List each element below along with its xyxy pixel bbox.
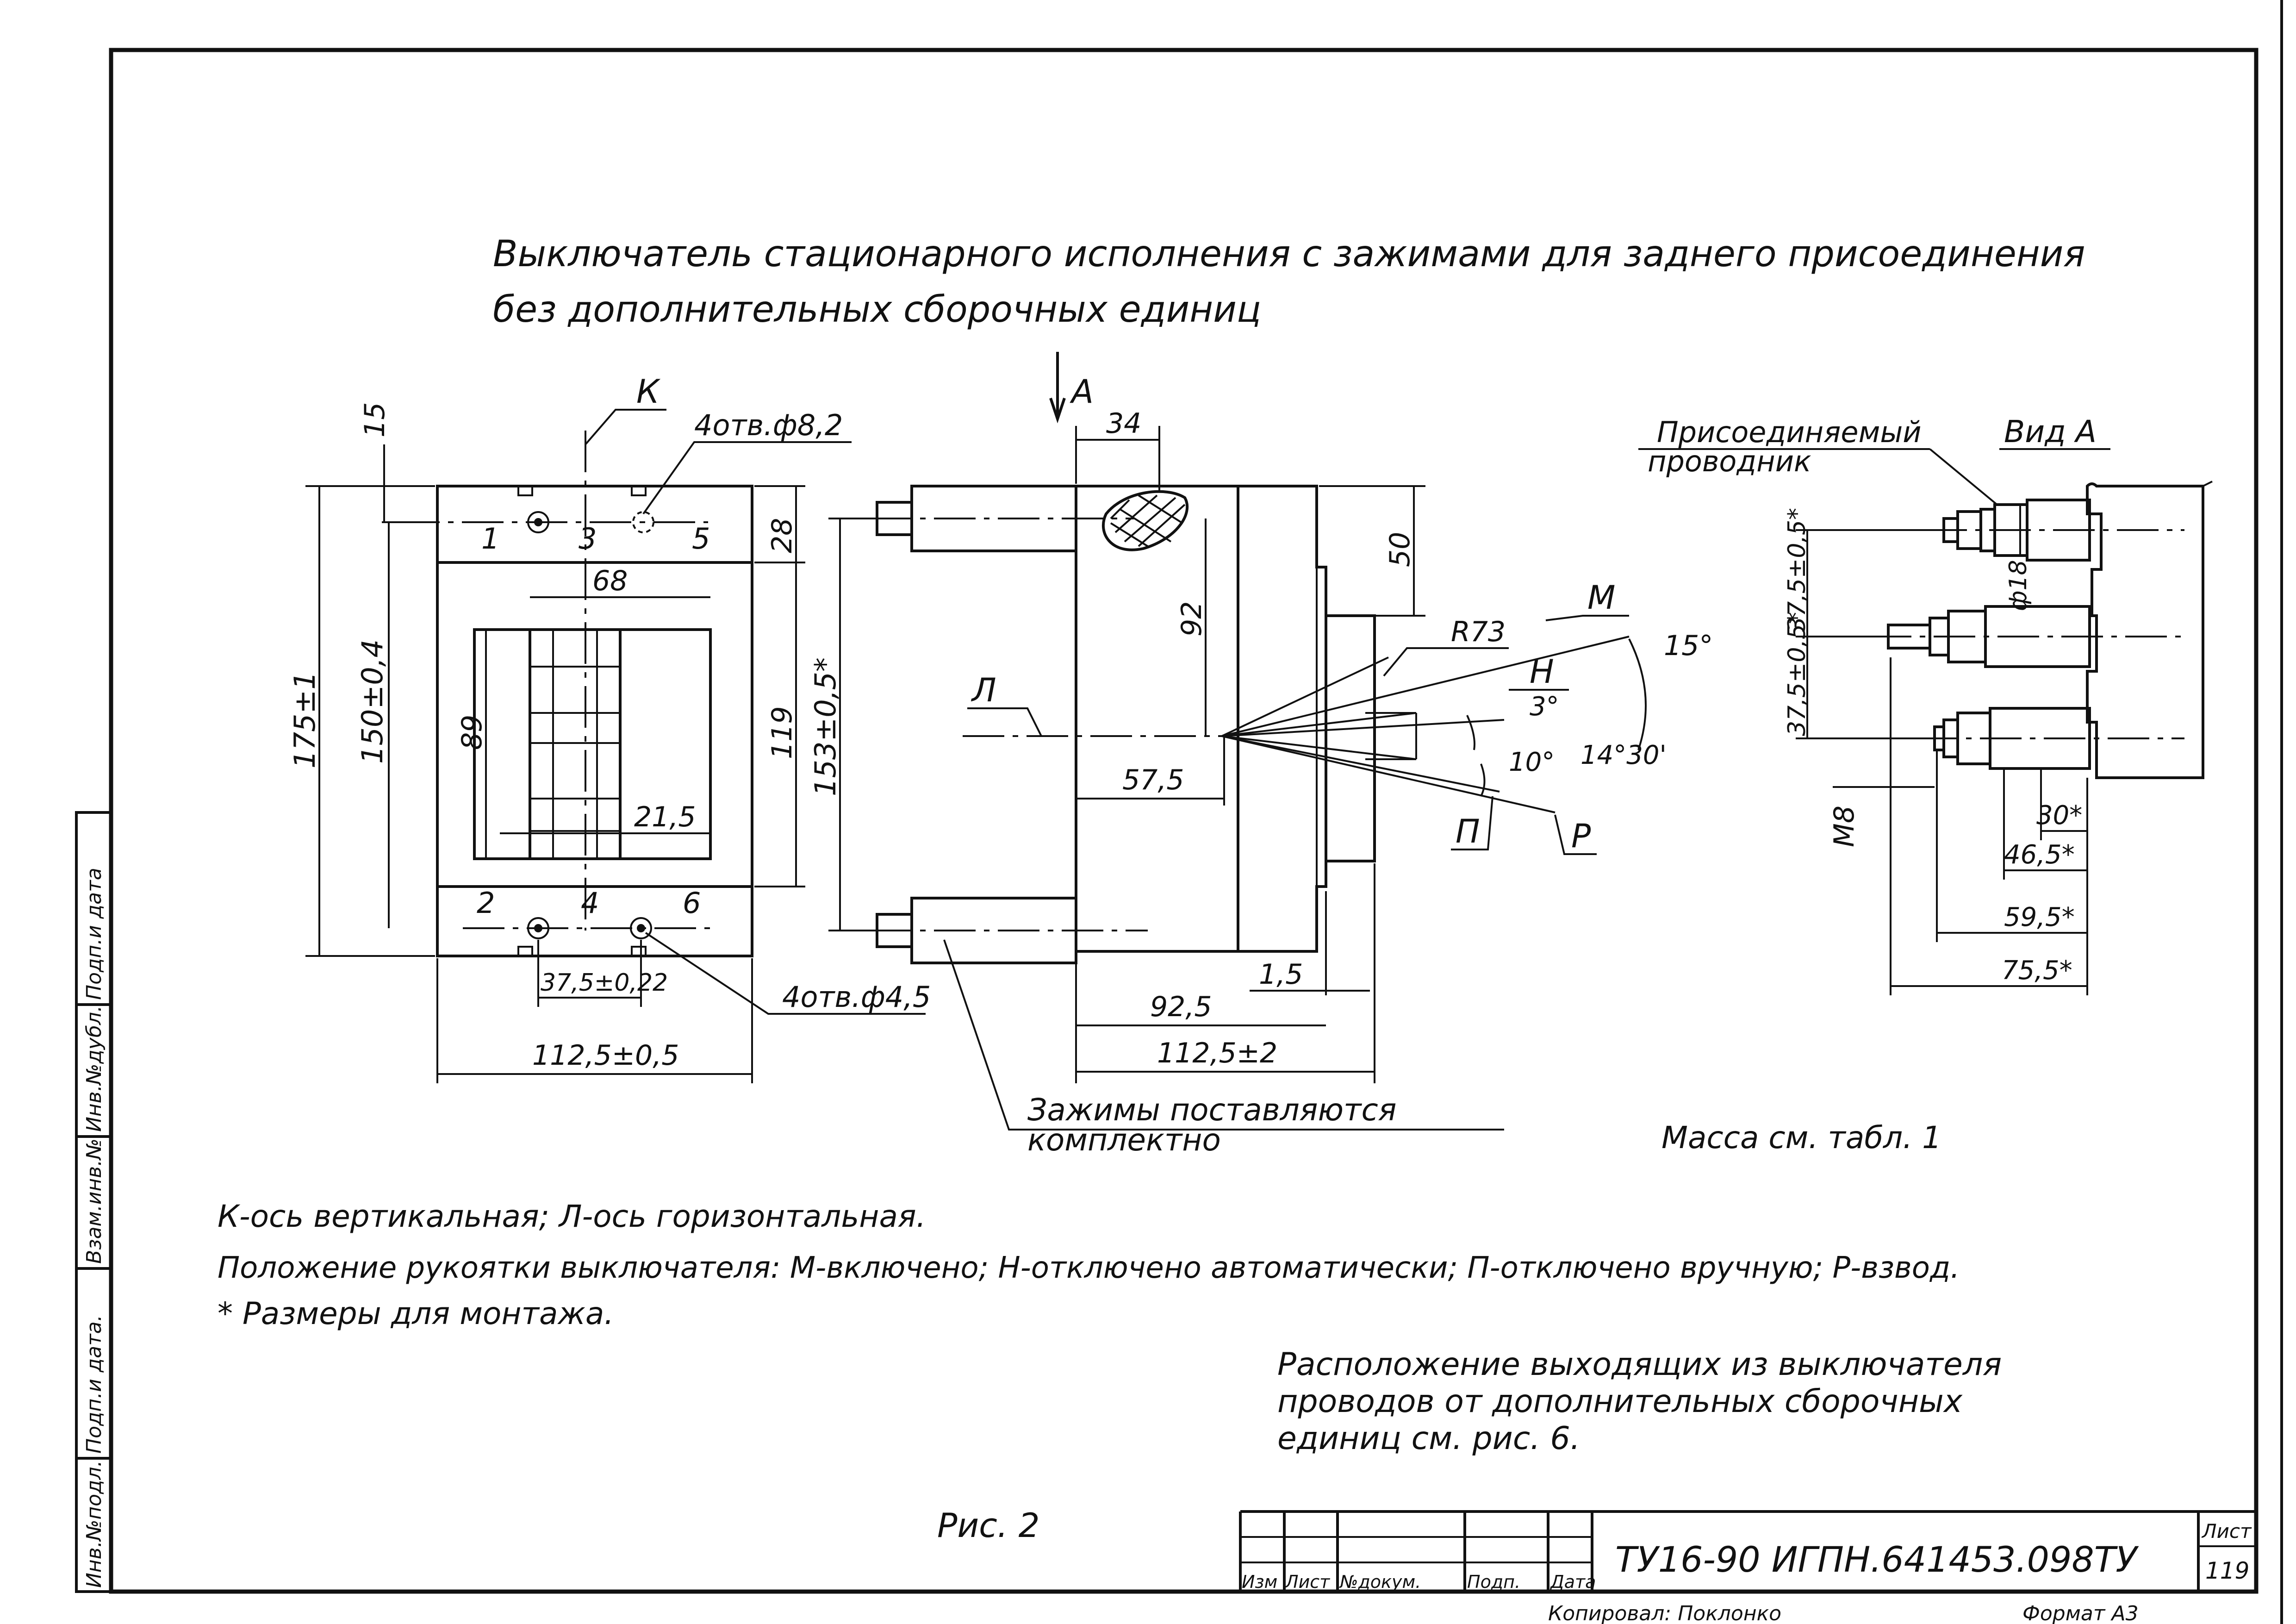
dim-34: 34 — [1106, 407, 1141, 440]
holes-bottom-callout: 4отв.ф4,5 — [782, 980, 931, 1014]
tb-sheet-label: Лист — [2201, 1520, 2252, 1543]
handle-label-n: Н — [1530, 653, 1554, 691]
clamps-note-1: Зажимы поставляются — [1027, 1092, 1396, 1128]
dim-175: 175±1 — [288, 671, 322, 768]
side-view: А Л R73 — [809, 352, 1713, 1158]
terminal-6: 6 — [683, 886, 701, 920]
tb-sheet-number: 119 — [2205, 1557, 2249, 1584]
dim-21-5: 21,5 — [634, 801, 696, 833]
side-stamp: Инв.№подл. Подп.и дата. Взам.инв.№ Инв.№… — [75, 811, 112, 1593]
view-a: Присоединяемый проводник Вид А — [1638, 414, 2213, 995]
note-axes: К-ось вертикальная; Л-ось горизонтальная… — [218, 1199, 926, 1234]
front-view: 1 3 5 2 4 6 К 4отв.ф8,2 4отв.ф4,5 15 175… — [288, 373, 931, 1083]
handle-angle-3: 3° — [1530, 692, 1559, 722]
view-arrow-a: А — [1070, 373, 1094, 411]
dim-57-5: 57,5 — [1122, 764, 1184, 796]
handle-angle-15: 15° — [1664, 630, 1713, 662]
handle-slot — [529, 628, 622, 860]
handle-angle-14-30: 14°30' — [1580, 740, 1667, 770]
dim-28: 28 — [766, 518, 798, 553]
note-mounting-dims: * Размеры для монтажа. — [218, 1296, 614, 1331]
dim-112-5-front: 112,5±0,5 — [532, 1039, 679, 1072]
tb-header-izm: Изм — [1242, 1572, 1277, 1592]
stamp-inv-dubl: Инв.№дубл. — [82, 1006, 106, 1132]
terminal-assembly-bottom — [1916, 707, 2184, 770]
terminal-3: 3 — [579, 522, 597, 556]
handle-angle-10: 10° — [1509, 747, 1555, 777]
tb-header-docnum: №докум. — [1339, 1572, 1421, 1592]
clamps-note-2: комплектно — [1027, 1122, 1221, 1158]
dim-150: 150±0,4 — [355, 639, 389, 764]
handle-label-m: М — [1587, 579, 1615, 617]
dim-112-5-side: 112,5±2 — [1157, 1037, 1277, 1069]
hole-bottom-right — [630, 917, 652, 939]
handle-label-p: П — [1456, 812, 1480, 850]
dim-92-5: 92,5 — [1150, 991, 1212, 1023]
axis-k-label: К — [636, 373, 661, 411]
handle-ray-p — [1221, 735, 1500, 793]
title-line-2: без дополнительных сборочных единиц — [493, 289, 1261, 331]
stamp-vzam-inv: Взам.инв.№ — [82, 1138, 106, 1264]
title-block: Изм Лист №докум. Подп. Дата ТУ16-90 ИГПН… — [1239, 1510, 2256, 1624]
dim-68: 68 — [592, 565, 628, 597]
dim-37-5-a: 37,5±0,5* — [1783, 508, 1811, 632]
dim-153: 153±0,5* — [809, 657, 842, 796]
dim-75-5: 75,5* — [2002, 956, 2072, 986]
title-line-1: Выключатель стационарного исполнения с з… — [493, 233, 2085, 275]
front-outline — [436, 485, 753, 957]
handle-ray-r — [1221, 735, 1556, 813]
handle-label-r: Р — [1571, 817, 1591, 855]
terminal-4: 4 — [581, 886, 599, 920]
wires-note-1: Расположение выходящих из выключателя — [1277, 1346, 2002, 1383]
handle-r73: R73 — [1451, 616, 1506, 648]
terminal-assembly-top — [1925, 499, 2184, 562]
handle-ray-n — [1221, 719, 1505, 737]
note-handle-positions: Положение рукоятки выключателя: М-включе… — [218, 1251, 1960, 1285]
dim-89: 89 — [456, 715, 488, 750]
dim-50: 50 — [1384, 532, 1416, 567]
dim-119: 119 — [766, 706, 798, 759]
terminal-assembly-middle — [1870, 605, 2184, 668]
side-body — [1075, 485, 1239, 953]
mass-note: Масса см. табл. 1 — [1661, 1120, 1941, 1156]
hole-top-right — [632, 511, 654, 533]
dim-15: 15 — [359, 402, 391, 437]
dim-1-5: 1,5 — [1259, 958, 1303, 991]
stamp-podp-data-2: Подп.и дата — [82, 868, 106, 1000]
dim-30: 30* — [2036, 800, 2082, 831]
handle-ray-m — [1221, 636, 1630, 737]
hole-top-left — [527, 511, 549, 533]
wires-note-2: проводов от дополнительных сборочных — [1277, 1383, 1963, 1420]
tb-header-data: Дата — [1549, 1572, 1596, 1592]
tb-copied: Копировал: Поклонко — [1548, 1602, 1781, 1624]
dim-37-5: 37,5±0,22 — [541, 969, 668, 997]
terminal-1: 1 — [481, 522, 499, 556]
handle-section — [1101, 490, 1188, 551]
tb-format: Формат А3 — [2022, 1602, 2139, 1624]
stamp-podp-data-1: Подп.и дата. — [82, 1315, 106, 1454]
figure-label: Рис. 2 — [937, 1506, 1039, 1545]
dim-d18: ф18 — [2004, 560, 2032, 611]
holes-top-callout: 4отв.ф8,2 — [694, 408, 843, 442]
wires-note-3: единиц см. рис. 6. — [1277, 1420, 1580, 1457]
tb-designation: ТУ16-90 ИГПН.641453.098ТУ — [1615, 1539, 2139, 1580]
dim-59-5: 59,5* — [2004, 902, 2075, 932]
tb-header-podp: Подп. — [1467, 1572, 1520, 1592]
dim-92: 92 — [1176, 601, 1208, 637]
conductor-label-2: проводник — [1648, 444, 1811, 478]
terminal-2: 2 — [477, 886, 495, 920]
tb-header-list: Лист — [1284, 1572, 1331, 1592]
hole-bottom-left — [527, 917, 549, 939]
conductor-label-1: Присоединяемый — [1657, 415, 1922, 449]
view-a-label: Вид А — [2004, 414, 2097, 450]
dim-46-5: 46,5* — [2004, 840, 2075, 870]
stamp-inv-podl: Инв.№подл. — [82, 1460, 106, 1588]
dim-37-5-b: 37,5±0,5* — [1783, 612, 1811, 736]
terminal-5: 5 — [692, 522, 710, 556]
dim-m8: М8 — [1828, 806, 1860, 847]
axis-l-label: Л — [971, 671, 996, 709]
